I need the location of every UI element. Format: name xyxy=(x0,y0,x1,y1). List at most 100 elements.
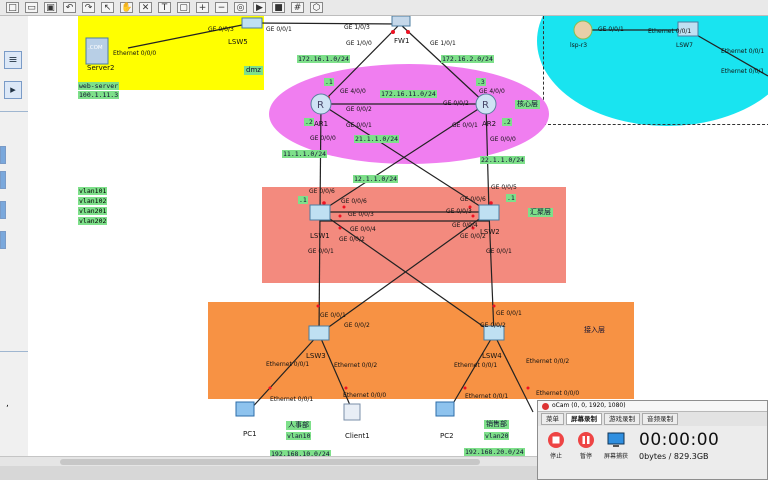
port-label: Ethernet 0/0/1 xyxy=(721,68,765,75)
lsp-r3-label: lsp-r3 xyxy=(570,42,588,49)
port-label: GE 1/0/1 xyxy=(430,40,456,47)
isp-boundary xyxy=(543,16,768,125)
subnet-label: 172.16.2.0/24 xyxy=(441,55,494,63)
sales-vlan-label: vlan20 xyxy=(484,432,510,440)
new-icon[interactable]: □ xyxy=(6,2,19,13)
dmz-label: dmz xyxy=(244,66,263,75)
ocam-logo-icon xyxy=(542,402,549,410)
pause-label: 暂停 xyxy=(579,453,592,460)
link-fw-ar1 xyxy=(320,23,401,105)
port-label: GE 0/0/2 xyxy=(339,236,365,243)
tab-menu[interactable]: 菜单 xyxy=(541,413,564,425)
pc1-label: PC1 xyxy=(243,430,257,438)
stop-button[interactable]: 停止 xyxy=(541,431,571,460)
record-timer: 00:00:00 xyxy=(639,430,720,450)
subnet-label: 22.1.1.0/24 xyxy=(480,156,526,164)
port-label: Ethernet 0/0/2 xyxy=(334,362,378,369)
screen-capture-label: 屏幕捕获 xyxy=(603,453,628,460)
subnet-label: 172.16.1.0/24 xyxy=(297,55,350,63)
stop-icon[interactable]: ■ xyxy=(272,2,285,13)
host-id: .1 xyxy=(324,78,334,86)
stop-icon xyxy=(548,432,564,448)
start-icon[interactable]: ▶ xyxy=(253,2,266,13)
hand-icon[interactable]: ✋ xyxy=(120,2,133,13)
port-label: GE 0/0/5 xyxy=(491,184,517,191)
host-id: .2 xyxy=(304,118,314,126)
delete-icon[interactable]: ✕ xyxy=(139,2,152,13)
select-icon[interactable]: ↖ xyxy=(101,2,114,13)
scroll-thumb[interactable] xyxy=(60,459,480,465)
main-toolbar: □ ▭ ▣ ↶ ↷ ↖ ✋ ✕ T ▢ +−◎ ▶ ■ # ⬡ xyxy=(0,0,768,16)
port-label: GE 0/0/1 xyxy=(308,248,334,255)
stop-label: 停止 xyxy=(549,453,562,460)
vlan-label: vlan102 xyxy=(78,197,108,205)
ocam-titlebar[interactable]: oCam (0, 0, 1920, 1080) xyxy=(538,401,767,412)
server-icon xyxy=(85,37,109,65)
ocam-title: oCam (0, 0, 1920, 1080) xyxy=(552,402,626,409)
pause-button[interactable]: 暂停 xyxy=(571,431,601,460)
grid-icon[interactable]: # xyxy=(291,2,304,13)
topo-icon[interactable]: ⬡ xyxy=(310,2,323,13)
zoom-in-icon[interactable]: + xyxy=(196,2,209,13)
rect-icon[interactable]: ▢ xyxy=(177,2,190,13)
fw1-label: FW1 xyxy=(394,37,410,45)
port-label: Ethernet 0/0/1 xyxy=(270,396,314,403)
pc2-label: PC2 xyxy=(440,432,454,440)
server-badge: .COM xyxy=(88,45,103,51)
open-icon[interactable]: ▭ xyxy=(25,2,38,13)
expand-arrow-icon[interactable]: ▸ xyxy=(4,81,22,99)
zoom-out-icon[interactable]: − xyxy=(215,2,228,13)
port-label: GE 0/0/4 xyxy=(350,226,376,233)
port-label: Ethernet 0/0/0 xyxy=(343,392,387,399)
tab-screen-record[interactable]: 屏幕录制 xyxy=(566,413,602,425)
link-lsw5-fw xyxy=(251,22,401,25)
core-zone xyxy=(269,64,549,164)
switch-icons xyxy=(241,17,699,341)
port-label: GE 1/0/3 xyxy=(344,24,370,31)
port-label: Ethernet 0/0/1 xyxy=(454,362,498,369)
link-lsw2-lsw3 xyxy=(318,211,490,335)
ocam-window[interactable]: oCam (0, 0, 1920, 1080) 菜单 屏幕录制 游戏录制 音频录… xyxy=(537,400,768,480)
subnet-label: 12.1.1.0/24 xyxy=(353,175,399,183)
subnet-label: 172.16.11.0/24 xyxy=(380,90,437,98)
screen-capture-button[interactable]: 屏幕捕获 xyxy=(601,431,631,460)
access-layer-label: 接入层 xyxy=(584,326,605,334)
port-label: GE 0/0/2 xyxy=(460,233,486,240)
capture-icon[interactable]: ◎ xyxy=(234,2,247,13)
tab-audio-record[interactable]: 音频录制 xyxy=(642,413,678,425)
pause-icon xyxy=(578,432,594,448)
web-server-ip: 100.1.11.3 xyxy=(78,91,120,99)
vlan-label: vlan201 xyxy=(78,207,108,215)
undo-icon[interactable]: ↶ xyxy=(63,2,76,13)
horizontal-scrollbar[interactable] xyxy=(0,456,768,467)
client1-label: Client1 xyxy=(345,432,370,440)
subnet-label: 11.1.1.0/24 xyxy=(282,150,328,158)
link-lsw3-client1 xyxy=(318,333,354,413)
text-icon[interactable]: T xyxy=(158,2,171,13)
lsw5-label: LSW5 xyxy=(228,38,248,46)
port-label: GE 0/0/6 xyxy=(341,198,367,205)
link-lsw4-pc2 xyxy=(447,333,495,413)
side-marker xyxy=(0,171,6,189)
tab-game-record[interactable]: 游戏录制 xyxy=(604,413,640,425)
topology-canvas[interactable]: R R Server2 .COM Ethernet 0/0/0 LSW5 GE … xyxy=(28,16,768,464)
link-lsw4-pc3 xyxy=(493,333,534,413)
port-label: GE 0/0/2 xyxy=(344,322,370,329)
web-server-label: web-server xyxy=(78,82,120,90)
ar1-label: AR1 xyxy=(314,120,329,128)
port-label: GE 1/0/0 xyxy=(346,40,372,47)
port-label: GE 0/0/6 xyxy=(309,188,335,195)
device-list-icon[interactable]: ≡ xyxy=(4,51,22,69)
monitor-icon xyxy=(607,432,625,447)
port-label: GE 0/0/1 xyxy=(320,312,346,319)
lsw4-label: LSW4 xyxy=(482,352,502,360)
redo-icon[interactable]: ↷ xyxy=(82,2,95,13)
aggregation-zone xyxy=(262,187,566,283)
side-marker xyxy=(0,201,6,219)
lsw1-label: LSW1 xyxy=(310,232,330,240)
port-label: GE 0/0/0 xyxy=(490,136,516,143)
port-label: Ethernet 0/0/1 xyxy=(465,393,509,400)
port-label: GE 0/0/1 xyxy=(266,26,292,33)
link-fw-ar2 xyxy=(399,23,487,105)
save-icon[interactable]: ▣ xyxy=(44,2,57,13)
